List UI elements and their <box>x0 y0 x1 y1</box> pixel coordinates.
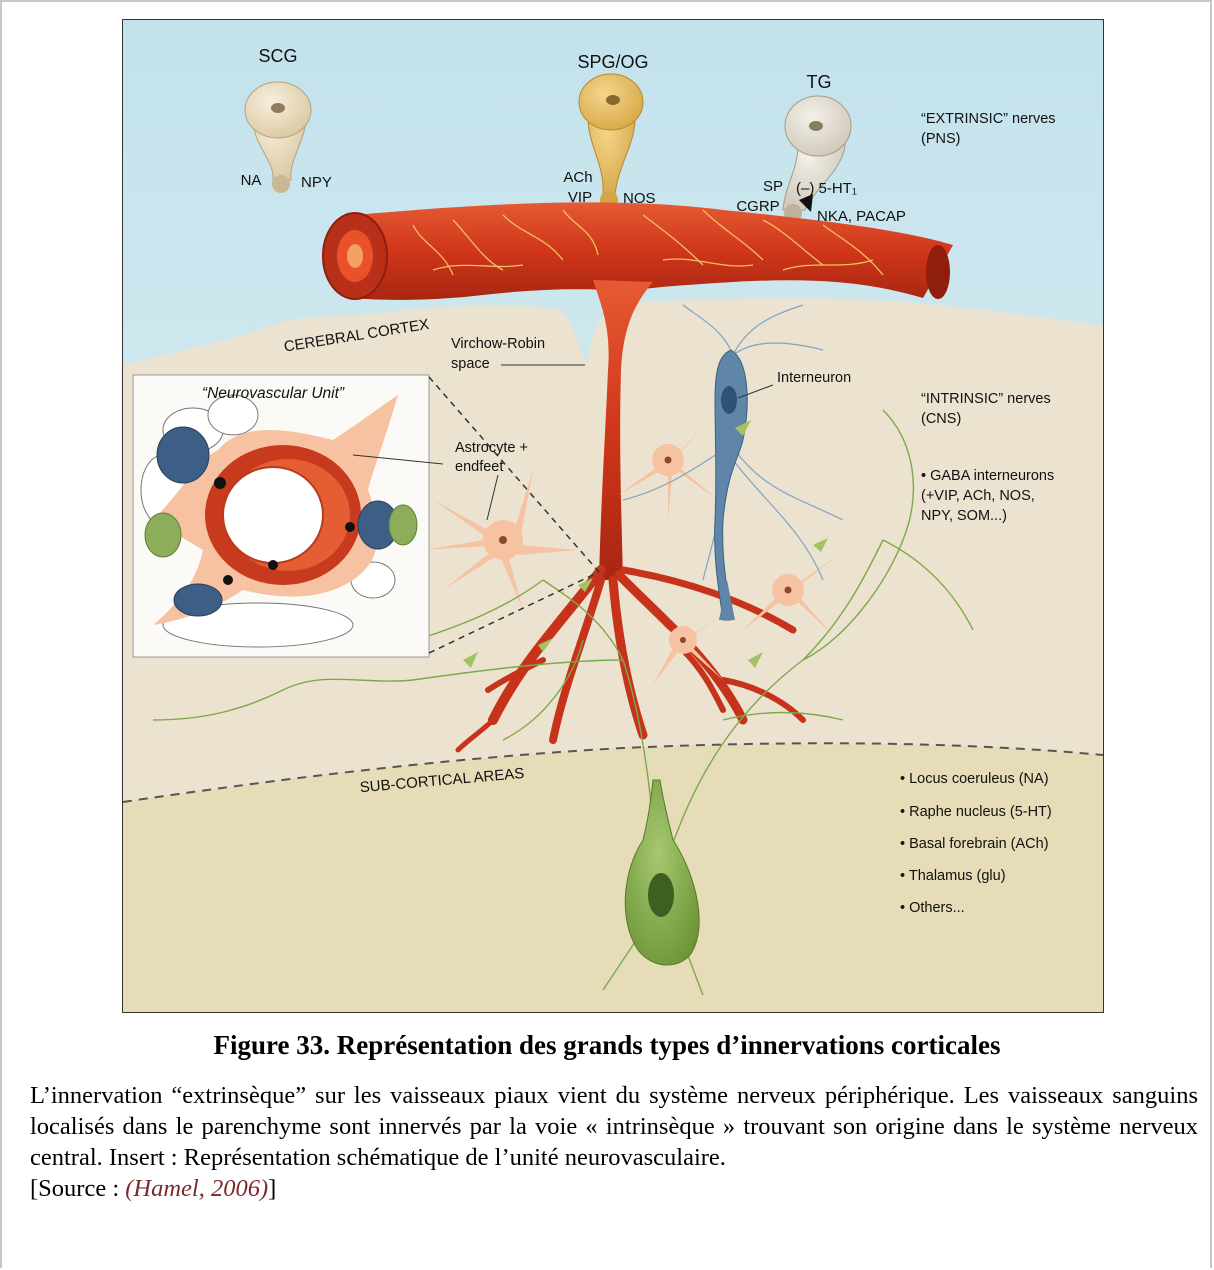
label-gaba-2: (+VIP, ACh, NOS, <box>921 488 1035 504</box>
subcortical-item-5: • Others... <box>900 900 965 916</box>
label-spg-og: SPG/OG <box>577 52 648 72</box>
label-cgrp: CGRP <box>736 198 779 215</box>
subcortical-item-1: • Locus coeruleus (NA) <box>900 771 1049 787</box>
label-vip: VIP <box>568 189 592 206</box>
label-gaba-3: NPY, SOM...) <box>921 508 1007 524</box>
label-scg: SCG <box>258 46 297 66</box>
label-neurovascular-unit: “Neurovascular Unit” <box>202 385 345 402</box>
label-npy: NPY <box>301 174 332 191</box>
label-sp: SP <box>763 178 783 195</box>
label-ach: ACh <box>563 169 592 186</box>
caption-source: [Source : (Hamel, 2006)] <box>30 1173 1198 1204</box>
inset-vessel-lumen <box>223 467 323 563</box>
subcortical-item-3: • Basal forebrain (ACh) <box>900 836 1049 852</box>
source-citation: (Hamel, 2006) <box>125 1175 268 1202</box>
label-nka-pacap: NKA, PACAP <box>817 208 906 225</box>
neurovascular-unit-inset <box>133 375 429 657</box>
label-5ht1: (–) 5-HT₁ <box>796 180 857 197</box>
label-intrinsic-1: “INTRINSIC” nerves <box>921 391 1051 407</box>
label-extrinsic-1: “EXTRINSIC” nerves <box>921 111 1056 127</box>
source-prefix: [Source : <box>30 1175 125 1202</box>
label-na: NA <box>241 172 262 189</box>
figure-caption-body: L’innervation “extrinsèque” sur les vais… <box>30 1080 1198 1204</box>
label-astrocyte-2: endfeet <box>455 459 503 475</box>
label-virchow-robin-1: Virchow-Robin <box>451 336 545 352</box>
innervation-figure: SCG SPG/OG TG “EXTRINSIC” nerves (PNS) N… <box>122 19 1104 1013</box>
label-gaba-1: • GABA interneurons <box>921 468 1054 484</box>
label-tg: TG <box>807 72 832 92</box>
subcortical-item-2: • Raphe nucleus (5-HT) <box>900 804 1052 820</box>
label-extrinsic-2: (PNS) <box>921 131 960 147</box>
label-nos: NOS <box>623 190 656 207</box>
label-virchow-robin-2: space <box>451 356 490 372</box>
label-interneuron: Interneuron <box>777 370 851 386</box>
source-suffix: ] <box>268 1175 276 1202</box>
subcortical-item-4: • Thalamus (glu) <box>900 868 1006 884</box>
caption-paragraph: L’innervation “extrinsèque” sur les vais… <box>30 1080 1198 1173</box>
label-intrinsic-2: (CNS) <box>921 411 961 427</box>
label-astrocyte-1: Astrocyte + <box>455 440 528 456</box>
figure-caption-title: Figure 33. Représentation des grands typ… <box>0 1030 1214 1061</box>
innervation-diagram: SCG SPG/OG TG “EXTRINSIC” nerves (PNS) N… <box>123 20 1103 1012</box>
